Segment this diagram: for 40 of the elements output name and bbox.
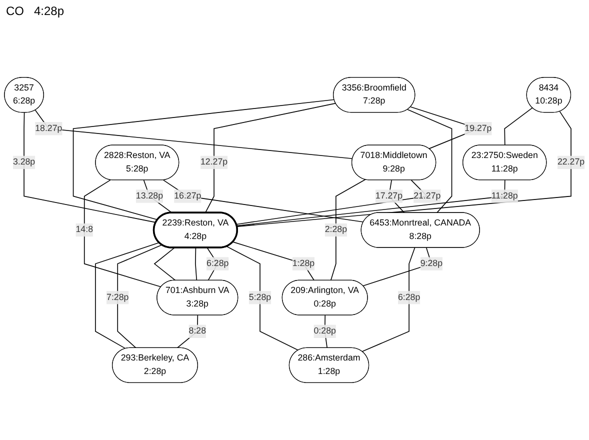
edge-label: 18.27p — [35, 124, 62, 134]
edge-label: 13.28p — [136, 191, 164, 201]
note-label: CO — [6, 4, 24, 18]
connector — [84, 180, 162, 288]
edge-label: 2:28p — [324, 225, 348, 234]
connector — [95, 242, 160, 349]
connector — [162, 180, 364, 222]
connector — [330, 179, 366, 281]
edge-label: 5:28p — [248, 292, 272, 302]
connector — [195, 247, 198, 281]
edge-label: 19.27p — [464, 124, 492, 134]
edge-label: 14:8 — [76, 225, 93, 234]
edge-label: 21.27p — [414, 191, 441, 201]
edge-label: 9:28p — [420, 258, 443, 268]
connector — [362, 247, 432, 286]
edge-label: 0:28p — [314, 326, 336, 336]
edge-label: 22.27p — [557, 157, 585, 167]
edge-label: 6:28p — [206, 258, 229, 268]
connector — [407, 109, 452, 214]
connector — [176, 314, 198, 348]
connector — [34, 110, 353, 160]
connector — [362, 247, 416, 352]
connector — [204, 102, 336, 214]
edge-label: 12.27p — [200, 157, 228, 167]
edge-label: 8:28 — [188, 326, 206, 336]
edge-label: 3.28p — [12, 157, 36, 167]
edge-label: 11:28p — [491, 191, 518, 201]
note-label: 4:28p — [34, 4, 64, 18]
edge-label: 1:28p — [292, 258, 315, 268]
connector — [226, 246, 299, 351]
edge-label: 7:28p — [106, 292, 129, 302]
connector — [504, 107, 533, 146]
edge-label: 6:28p — [398, 292, 420, 302]
connector — [236, 111, 572, 227]
connector — [72, 99, 335, 220]
connector — [24, 112, 156, 223]
edge-label: 16.27p — [174, 191, 202, 201]
connector — [232, 242, 315, 281]
edge-label: 17.27p — [375, 191, 402, 201]
connector — [117, 244, 162, 348]
